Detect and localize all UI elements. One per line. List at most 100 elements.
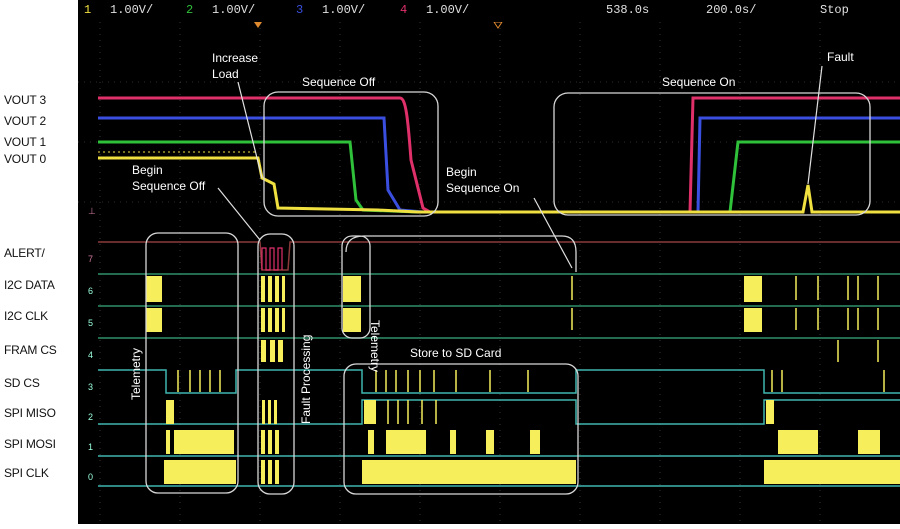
spi-mosi-burst — [166, 430, 170, 454]
i2c-clk-burst — [282, 308, 285, 332]
label-vout3: VOUT 3 — [4, 93, 46, 107]
label-vout1: VOUT 1 — [4, 135, 46, 149]
label-sd-cs: SD CS — [4, 376, 40, 390]
spi-mosi-burst — [858, 430, 880, 454]
marker-fram-cs: 4 — [88, 350, 93, 360]
label-sequence-on: Sequence On — [662, 75, 735, 89]
i2c-data-burst — [268, 276, 272, 302]
label-store-to-sd: Store to SD Card — [410, 346, 501, 360]
label-vout0: VOUT 0 — [4, 152, 46, 166]
run-mode-status[interactable]: Stop — [820, 3, 849, 17]
trace-vout2 — [98, 116, 900, 214]
label-telemetry-1: Telemetry — [129, 348, 143, 400]
marker-spi-miso: 2 — [88, 412, 93, 422]
i2c-clk-burst — [268, 308, 272, 332]
label-telemetry-2: Telemetry — [368, 320, 382, 372]
spi-miso-burst — [262, 400, 265, 424]
spi-mosi-burst — [778, 430, 818, 454]
fram-cs-burst — [270, 340, 275, 362]
trigger-marker-icon — [254, 22, 262, 28]
i2c-clk-burst — [343, 308, 361, 332]
spi-mosi-burst — [486, 430, 494, 454]
marker-i2c-data: 6 — [88, 286, 93, 296]
scope-status-bar: 1 1.00V/ 2 1.00V/ 3 1.00V/ 4 1.00V/ 538.… — [78, 0, 900, 22]
i2c-clk-burst — [275, 308, 279, 332]
i2c-data-burst — [261, 276, 265, 302]
spi-clk-burst — [362, 460, 576, 484]
time-position: 538.0s — [606, 3, 650, 17]
marker-i2c-clk: 5 — [88, 318, 93, 328]
ground-marker-icon: ⊥ — [88, 206, 96, 216]
spi-clk-burst — [268, 460, 272, 484]
i2c-clk-burst — [261, 308, 265, 332]
fram-cs-burst — [261, 340, 266, 362]
annotation-boxes — [145, 91, 871, 495]
spi-mosi-burst — [174, 430, 234, 454]
label-fault-processing: Fault Processing — [299, 335, 313, 424]
ch1-number: 1 — [84, 3, 92, 17]
label-fram-cs: FRAM CS — [4, 343, 57, 357]
spi-miso-burst — [166, 400, 174, 424]
spi-miso-burst — [364, 400, 376, 424]
i2c-clk-burst — [146, 308, 162, 332]
ch3-scale: 1.00V/ — [322, 3, 366, 17]
box-begin-seq-on — [345, 235, 577, 272]
alert-pulses — [261, 247, 283, 271]
marker-spi-clk: 0 — [88, 472, 93, 482]
box-sequence-off — [263, 91, 439, 217]
label-spi-miso: SPI MISO — [4, 406, 56, 420]
oscilloscope-display: ⊥ 7 6 5 4 3 2 1 0 — [78, 0, 900, 524]
spi-miso-burst — [274, 400, 277, 424]
channel-label-panel: VOUT 3 VOUT 2 VOUT 1 VOUT 0 ALERT/ I2C D… — [0, 0, 78, 524]
ch2-number: 2 — [186, 3, 194, 17]
spi-miso-burst — [766, 400, 774, 424]
spi-clk-burst — [261, 460, 265, 484]
spi-mosi-burst — [268, 430, 272, 454]
box-fault-processing — [257, 233, 295, 495]
spi-clk-burst — [164, 460, 236, 484]
trace-alert — [98, 241, 900, 271]
spi-mosi-burst — [386, 430, 426, 454]
i2c-data-burst — [744, 276, 762, 302]
center-marker-icon — [493, 21, 503, 29]
label-sequence-off: Sequence Off — [302, 75, 376, 89]
callout-lines — [217, 65, 823, 269]
label-fault: Fault — [827, 50, 854, 64]
digital-activity — [146, 247, 900, 484]
ch2-scale: 1.00V/ — [212, 3, 256, 17]
spi-mosi-burst — [261, 430, 265, 454]
label-alert: ALERT/ — [4, 246, 45, 260]
marker-sd-cs: 3 — [88, 382, 93, 392]
i2c-data-burst — [146, 276, 162, 302]
spi-mosi-burst — [530, 430, 540, 454]
label-i2c-data: I2C DATA — [4, 278, 55, 292]
spi-clk-burst — [275, 460, 279, 484]
time-scale: 200.0s/ — [706, 3, 757, 17]
label-spi-clk: SPI CLK — [4, 466, 49, 480]
i2c-clk-burst — [744, 308, 762, 332]
ch4-scale: 1.00V/ — [426, 3, 470, 17]
spi-mosi-burst — [275, 430, 279, 454]
waveform-canvas: ⊥ 7 6 5 4 3 2 1 0 — [78, 21, 900, 524]
box-telemetry-1 — [145, 232, 239, 494]
trace-spi-miso — [98, 399, 900, 425]
fram-cs-burst — [278, 340, 283, 362]
spi-miso-burst — [268, 400, 271, 424]
ch4-number: 4 — [400, 3, 408, 17]
i2c-data-burst — [282, 276, 285, 302]
box-telemetry-2 — [341, 235, 371, 339]
i2c-data-burst — [275, 276, 279, 302]
box-store-sd — [343, 363, 579, 495]
box-sequence-on — [553, 92, 871, 216]
activity-ticks — [177, 276, 885, 424]
spi-clk-burst — [764, 460, 900, 484]
label-vout2: VOUT 2 — [4, 114, 46, 128]
label-spi-mosi: SPI MOSI — [4, 437, 56, 451]
trace-sd-cs — [98, 369, 900, 394]
marker-spi-mosi: 1 — [88, 442, 93, 452]
marker-alert: 7 — [88, 254, 93, 264]
